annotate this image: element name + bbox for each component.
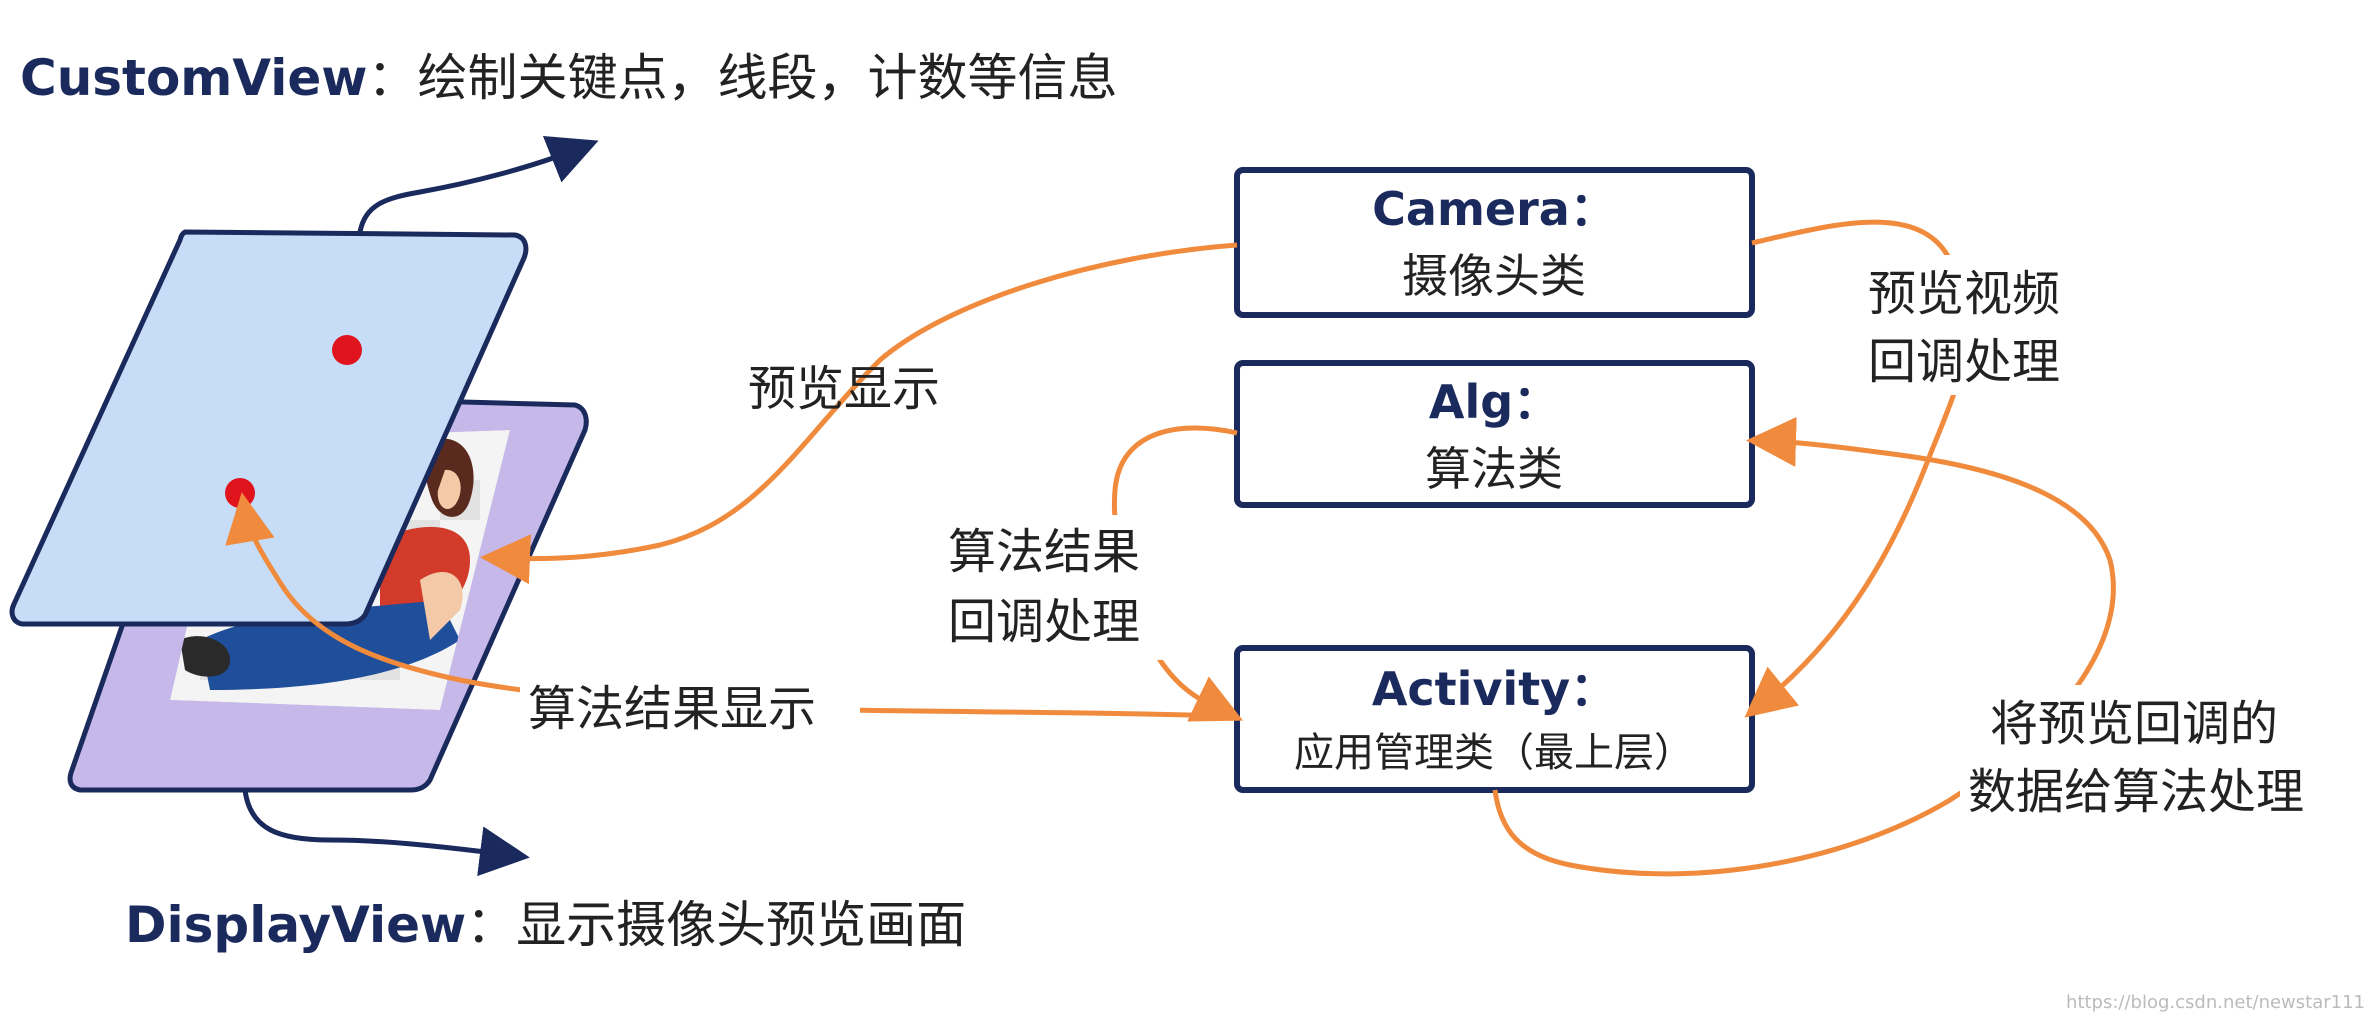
camera-box-subtitle: 摄像头类 — [1402, 249, 1586, 303]
alg-box: Alg： 算法类 — [1234, 360, 1755, 508]
camera-box-title: Camera： — [1372, 182, 1616, 236]
keypoint-dot — [332, 335, 362, 365]
feed-to-alg-label-line2: 数据给算法处理 — [1968, 764, 2304, 820]
preview-callback-label-bg — [1862, 255, 2092, 395]
activity-box-title: Activity： — [1372, 662, 1616, 716]
preview-callback-label-line1: 预览视频 — [1868, 266, 2060, 322]
alg-callback-label-bg — [940, 515, 1170, 660]
preview-callback-label-line2: 回调处理 — [1868, 334, 2060, 390]
feed-to-alg-label-bg — [1960, 685, 2350, 830]
display-view-label: DisplayView：显示摄像头预览画面 — [125, 896, 966, 954]
preview-display-label: 预览显示 — [748, 361, 940, 417]
custom-view-label: CustomView：绘制关键点，线段，计数等信息 — [20, 49, 1117, 107]
activity-box-subtitle: 应用管理类（最上层） — [1294, 730, 1694, 776]
watermark: https://blog.csdn.net/newstar111 — [2066, 992, 2365, 1013]
alg-box-subtitle: 算法类 — [1425, 442, 1563, 496]
alg-result-display-label-bg — [520, 672, 860, 742]
activity-box: Activity： 应用管理类（最上层） — [1234, 645, 1755, 793]
alg-box-title: Alg： — [1429, 375, 1559, 429]
keypoint-dot — [225, 478, 255, 508]
display-view-pointer-arrow — [242, 789, 530, 877]
camera-box: Camera： 摄像头类 — [1234, 167, 1755, 318]
alg-result-display-label: 算法结果显示 — [528, 681, 816, 737]
feed-to-alg-label-line1: 将预览回调的 — [1990, 696, 2278, 752]
custom-view-pointer-arrow — [357, 135, 599, 233]
preview-display-arrow — [480, 242, 1238, 585]
alg-callback-label-line1: 算法结果 — [948, 524, 1140, 580]
alg-callback-label-line2: 回调处理 — [948, 594, 1140, 650]
